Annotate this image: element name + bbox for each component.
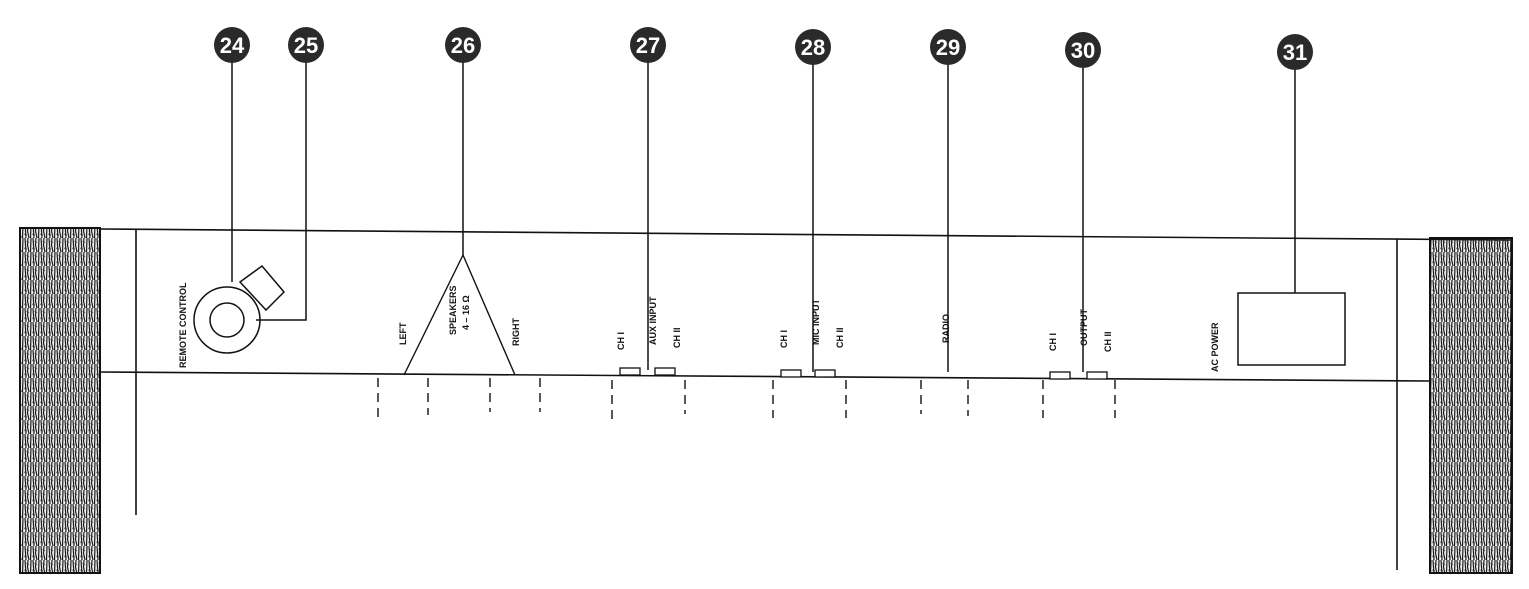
callout-31: 31 <box>1277 34 1313 70</box>
speaker-terminal-leader <box>403 254 516 376</box>
callout-24-number: 24 <box>220 33 245 58</box>
callout-30-number: 30 <box>1071 38 1095 63</box>
label-ac-power: AC POWER <box>1210 322 1220 372</box>
label-aux-ch2: CH II <box>672 327 682 348</box>
panel-outline <box>99 228 1513 570</box>
label-radio: RADIO <box>941 314 951 343</box>
left-wood-panel <box>19 227 101 574</box>
callout-26: 26 <box>445 27 481 63</box>
callout-24: 24 <box>214 27 250 63</box>
label-mic-input: MIC INPUT <box>811 299 821 346</box>
label-aux-input: AUX INPUT <box>648 296 658 345</box>
label-out-ch2: CH II <box>1103 331 1113 352</box>
label-remote-control: REMOTE CONTROL <box>178 282 188 368</box>
callout-leaders <box>231 62 1296 372</box>
callout-27-number: 27 <box>636 33 660 58</box>
connector-tabs <box>619 367 1108 380</box>
callout-25-number: 25 <box>294 33 318 58</box>
label-mic-ch1: CH I <box>779 330 789 348</box>
callout-28-number: 28 <box>801 35 825 60</box>
right-wood-panel <box>1429 237 1513 574</box>
callout-29-number: 29 <box>936 35 960 60</box>
label-out-ch1: CH I <box>1048 333 1058 351</box>
label-output: OUTPUT <box>1079 309 1089 347</box>
callout-31-number: 31 <box>1283 40 1307 65</box>
label-speakers: SPEAKERS <box>448 285 458 335</box>
callout-27: 27 <box>630 27 666 63</box>
callout-28: 28 <box>795 29 831 65</box>
callout-29: 29 <box>930 29 966 65</box>
label-aux-ch1: CH I <box>616 332 626 350</box>
label-mic-ch2: CH II <box>835 327 845 348</box>
label-right: RIGHT <box>511 318 521 347</box>
remote-control-jack[interactable] <box>193 264 286 354</box>
jack-depth-dashes <box>377 378 1116 420</box>
callout-25: 25 <box>288 27 324 63</box>
ac-power-receptacle[interactable] <box>1237 292 1346 366</box>
callout-30: 30 <box>1065 32 1101 68</box>
callout-26-number: 26 <box>451 33 475 58</box>
label-left: LEFT <box>398 322 408 345</box>
label-speakers-impedance: 4 – 16 Ω <box>461 295 471 330</box>
